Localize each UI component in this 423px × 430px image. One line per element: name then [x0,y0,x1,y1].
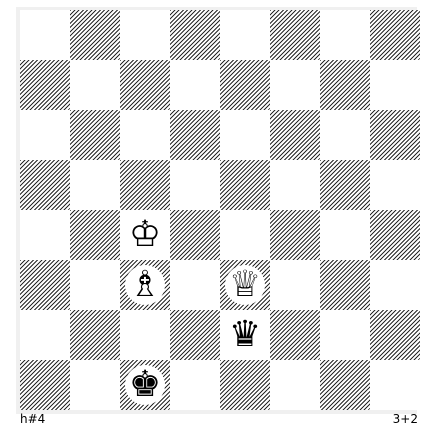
square-b2[interactable] [70,310,120,360]
square-a8[interactable] [20,10,70,60]
piece-count-label: 3+2 [393,412,418,426]
square-a7[interactable] [20,60,70,110]
square-g4[interactable] [320,210,370,260]
square-e5[interactable] [220,160,270,210]
square-h6[interactable] [370,110,420,160]
white-bishop-c3-icon[interactable]: ♗ [125,265,165,305]
square-c6[interactable] [120,110,170,160]
square-a6[interactable] [20,110,70,160]
square-d1[interactable] [170,360,220,410]
square-c2[interactable] [120,310,170,360]
square-b1[interactable] [70,360,120,410]
square-g8[interactable] [320,10,370,60]
square-d5[interactable] [170,160,220,210]
square-g2[interactable] [320,310,370,360]
square-d6[interactable] [170,110,220,160]
square-d2[interactable] [170,310,220,360]
problem-footer: h#4 3+2 [20,412,420,428]
square-a3[interactable] [20,260,70,310]
square-f7[interactable] [270,60,320,110]
square-f8[interactable] [270,10,320,60]
square-b6[interactable] [70,110,120,160]
square-f2[interactable] [270,310,320,360]
square-b7[interactable] [70,60,120,110]
square-b4[interactable] [70,210,120,260]
square-e1[interactable] [220,360,270,410]
square-d4[interactable] [170,210,220,260]
square-g3[interactable] [320,260,370,310]
square-b3[interactable] [70,260,120,310]
square-a4[interactable] [20,210,70,260]
square-f6[interactable] [270,110,320,160]
square-c5[interactable] [120,160,170,210]
square-g1[interactable] [320,360,370,410]
square-f3[interactable] [270,260,320,310]
square-h3[interactable] [370,260,420,310]
square-d7[interactable] [170,60,220,110]
square-f4[interactable] [270,210,320,260]
white-queen-e3-icon[interactable]: ♕ [225,265,265,305]
square-h8[interactable] [370,10,420,60]
black-queen-e2-icon[interactable]: ♛ [225,315,265,355]
square-a5[interactable] [20,160,70,210]
square-c8[interactable] [120,10,170,60]
square-b8[interactable] [70,10,120,60]
square-h4[interactable] [370,210,420,260]
square-e7[interactable] [220,60,270,110]
square-e6[interactable] [220,110,270,160]
square-f1[interactable] [270,360,320,410]
square-b5[interactable] [70,160,120,210]
square-f5[interactable] [270,160,320,210]
black-king-c1-icon[interactable]: ♚ [125,365,165,405]
square-a1[interactable] [20,360,70,410]
square-g6[interactable] [320,110,370,160]
square-a2[interactable] [20,310,70,360]
chess-board: ♔ ♗ ♕ ♛ ♚ [20,10,420,410]
square-h1[interactable] [370,360,420,410]
stipulation-label: h#4 [20,412,45,426]
square-c7[interactable] [120,60,170,110]
square-d3[interactable] [170,260,220,310]
square-g7[interactable] [320,60,370,110]
square-e8[interactable] [220,10,270,60]
square-g5[interactable] [320,160,370,210]
white-king-c4-icon[interactable]: ♔ [125,215,165,255]
square-h7[interactable] [370,60,420,110]
square-h5[interactable] [370,160,420,210]
square-d8[interactable] [170,10,220,60]
square-h2[interactable] [370,310,420,360]
square-e4[interactable] [220,210,270,260]
